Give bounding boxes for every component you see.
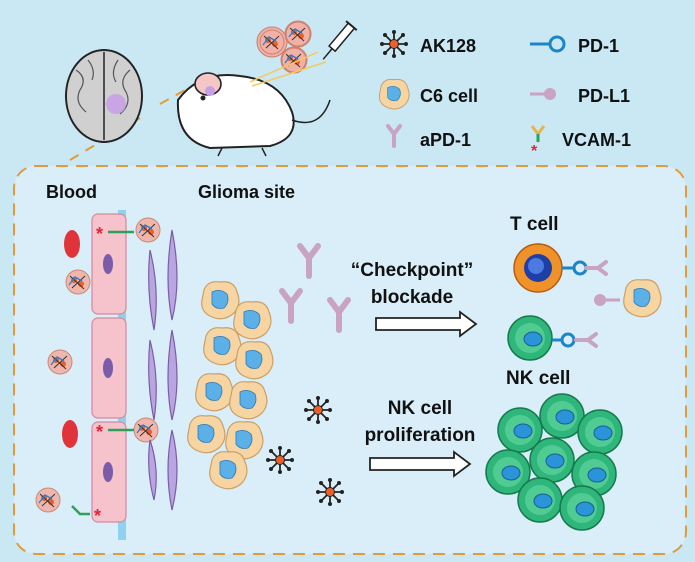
- t-cell-label: T cell: [510, 214, 559, 235]
- blood-vessel-wall: [91, 210, 127, 540]
- section-title-glioma-site: Glioma site: [198, 182, 295, 202]
- mouse-icon: [176, 72, 331, 157]
- section-title-blood: Blood: [46, 182, 97, 202]
- legend-label-apd1: aPD-1: [420, 130, 471, 150]
- ak128-icon: [379, 29, 409, 59]
- legend-label-pdl1: PD-L1: [578, 86, 630, 106]
- svg-text:*: *: [531, 143, 538, 160]
- vcam1-marker: *: [96, 422, 103, 442]
- pericyte-cells: [148, 229, 178, 511]
- legend-label-vcam1: VCAM-1: [562, 130, 631, 150]
- c6-cell-icon: [378, 78, 410, 110]
- checkpoint-arrow-icon: [375, 310, 478, 338]
- nk-cell-label: NK cell: [506, 368, 570, 389]
- tumor-cell-with-pdl1: [594, 279, 662, 318]
- legend-label-c6-cell: C6 cell: [420, 86, 478, 106]
- pd1-receptor-icon: [530, 35, 566, 53]
- checkpoint-label-line2: blockade: [371, 287, 453, 308]
- legend: AK128 C6 cell aPD-1 PD-1 PD-L1 * VCAM-1: [378, 29, 631, 160]
- brain-icon: [65, 49, 143, 143]
- injection-beam: [249, 51, 327, 87]
- syringe-icon: [322, 20, 358, 60]
- red-blood-cell: [64, 230, 80, 258]
- nk-proliferation-label-line1: NK cell: [388, 398, 452, 419]
- nanoparticle: [65, 269, 91, 295]
- nanoparticle: [133, 417, 159, 443]
- nanoparticle: [135, 217, 161, 243]
- checkpoint-label-line1: “Checkpoint”: [351, 260, 473, 281]
- t-cell-icon: [513, 243, 588, 293]
- nk-proliferation-label-line2: proliferation: [365, 425, 476, 446]
- legend-label-pd1: PD-1: [578, 36, 619, 56]
- nanoparticle: [47, 349, 73, 375]
- vcam1-marker: *: [94, 506, 101, 526]
- vcam1-icon: *: [530, 125, 546, 160]
- vcam1-marker: *: [96, 224, 103, 244]
- nanoparticle: [35, 487, 61, 513]
- red-blood-cell: [62, 420, 78, 448]
- legend-label-ak128: AK128: [420, 36, 476, 56]
- pdl1-ligand-icon: [530, 88, 556, 100]
- proliferation-arrow-icon: [369, 450, 472, 478]
